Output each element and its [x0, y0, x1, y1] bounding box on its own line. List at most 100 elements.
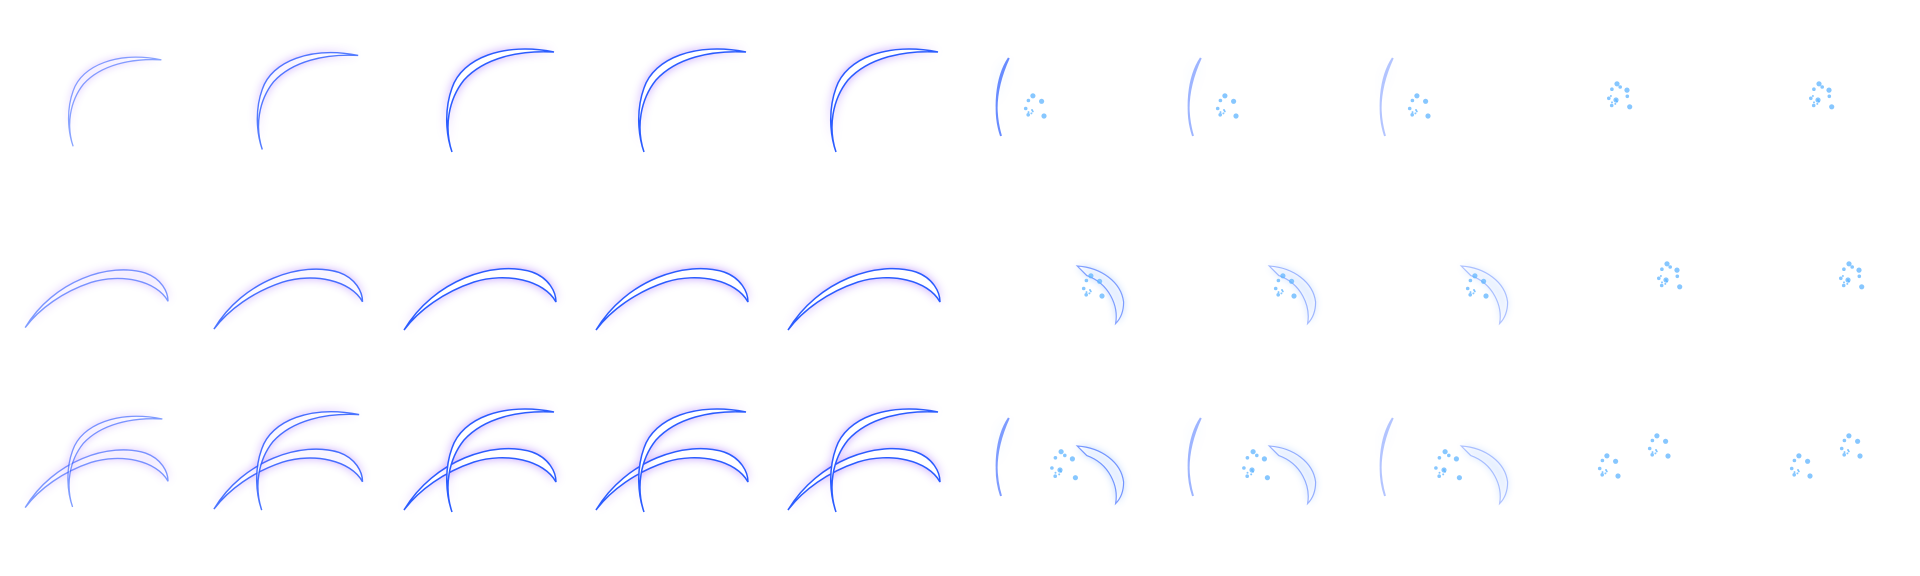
- spark-particle: [1465, 286, 1470, 291]
- spark-particle: [1277, 291, 1280, 294]
- spark-particle: [1843, 451, 1846, 454]
- sprite-frame: [1839, 261, 1865, 290]
- sprite-frame: [213, 411, 364, 511]
- slash-blade: [67, 415, 163, 508]
- slash-glow: [1269, 266, 1316, 324]
- spark-particle: [1414, 112, 1417, 115]
- sprite-frame: [995, 57, 1047, 137]
- sprite-frame: [787, 408, 941, 513]
- sprite-frame: [256, 52, 359, 150]
- spark-particle: [1215, 106, 1220, 111]
- spark-particle: [1273, 286, 1278, 291]
- spark-particle: [1845, 277, 1851, 283]
- slash-blade: [829, 408, 939, 513]
- slash-glow: [1461, 266, 1508, 324]
- sprite-frame: [1597, 433, 1671, 479]
- sprite-frame: [1267, 265, 1317, 326]
- sprite-frame: [1187, 57, 1239, 137]
- spark-particle: [1415, 110, 1418, 113]
- spark-particle: [1846, 452, 1849, 455]
- spark-particle: [1792, 458, 1797, 463]
- spark-particle: [1816, 81, 1822, 87]
- spark-particle: [1812, 87, 1816, 91]
- spark-particle: [1651, 451, 1654, 454]
- sprite-frame: [787, 267, 941, 331]
- spark-particle: [1039, 98, 1045, 104]
- spark-particle: [1846, 261, 1852, 267]
- spark-particle: [1219, 111, 1222, 114]
- spark-particle: [1437, 474, 1441, 478]
- spark-particle: [1846, 282, 1849, 285]
- spark-particle: [1601, 471, 1604, 474]
- spark-particle: [1414, 93, 1420, 99]
- slash-blade: [67, 56, 162, 147]
- spark-particle: [1842, 453, 1846, 457]
- spark-particle: [1846, 433, 1852, 439]
- spark-particle: [1654, 452, 1657, 455]
- spark-particle: [1604, 472, 1607, 475]
- sprite-frame: [1657, 261, 1683, 290]
- spark-particle: [1627, 104, 1633, 110]
- spark-particle: [1084, 278, 1089, 283]
- spark-particle: [1031, 110, 1034, 113]
- spark-particle: [1663, 277, 1669, 283]
- spark-particle: [1664, 282, 1667, 285]
- spark-particle: [1084, 293, 1088, 297]
- spark-particle: [1815, 97, 1821, 103]
- spark-particle: [1600, 458, 1605, 463]
- spark-particle: [1655, 450, 1658, 453]
- spark-particle: [1054, 471, 1057, 474]
- spark-particle: [1650, 438, 1655, 443]
- spark-particle: [1850, 265, 1854, 269]
- sprite-frame: [24, 269, 169, 329]
- slash-blade: [24, 269, 169, 329]
- spark-particle: [1456, 475, 1462, 481]
- spark-particle: [1437, 456, 1442, 460]
- spark-particle: [1218, 113, 1222, 117]
- sprite-row-downward-slash: [67, 48, 1835, 153]
- spark-particle: [1438, 471, 1441, 474]
- spark-particle: [1434, 466, 1438, 470]
- spark-particle: [1839, 276, 1843, 281]
- spark-particle: [1841, 283, 1846, 288]
- spark-particle: [1261, 456, 1267, 462]
- spark-particle: [1246, 471, 1249, 474]
- spark-particle: [1026, 98, 1031, 103]
- sprite-frame: [24, 415, 169, 509]
- spark-particle: [1231, 98, 1237, 104]
- slash-blade: [637, 408, 747, 513]
- spark-particle: [1674, 267, 1680, 273]
- spark-particle: [1842, 438, 1847, 443]
- spark-particle: [1411, 111, 1414, 114]
- spark-particle: [1050, 466, 1054, 470]
- spark-particle: [1659, 275, 1662, 277]
- spark-particle: [1665, 453, 1671, 459]
- spark-particle: [1089, 290, 1092, 293]
- slash-blade: [213, 448, 364, 510]
- spark-particle: [1442, 473, 1445, 476]
- slash-glow: [68, 57, 162, 147]
- spark-particle: [1030, 93, 1036, 99]
- sprite-frame: [595, 408, 749, 513]
- sprite-frame: [1809, 81, 1835, 110]
- sprite-frame: [1379, 417, 1509, 506]
- spark-particle: [1468, 278, 1473, 283]
- spark-particle: [1663, 438, 1669, 444]
- sprite-frame: [67, 56, 162, 147]
- spark-particle: [1473, 290, 1476, 293]
- spark-particle: [1026, 113, 1030, 117]
- sprite-frame: [1459, 265, 1509, 326]
- spark-particle: [1423, 98, 1429, 104]
- spark-particle: [1053, 474, 1057, 478]
- spark-particle: [1289, 278, 1295, 284]
- slash-blade: [1267, 445, 1317, 506]
- spark-particle: [1675, 274, 1680, 279]
- sprite-frame: [1607, 81, 1633, 110]
- spark-particle: [1613, 97, 1619, 103]
- slash-glow: [1461, 446, 1508, 504]
- spark-particle: [1847, 450, 1850, 453]
- spark-particle: [1613, 458, 1619, 464]
- spark-particle: [1058, 473, 1061, 476]
- spark-particle: [1668, 265, 1672, 269]
- slash-glow: [638, 49, 746, 152]
